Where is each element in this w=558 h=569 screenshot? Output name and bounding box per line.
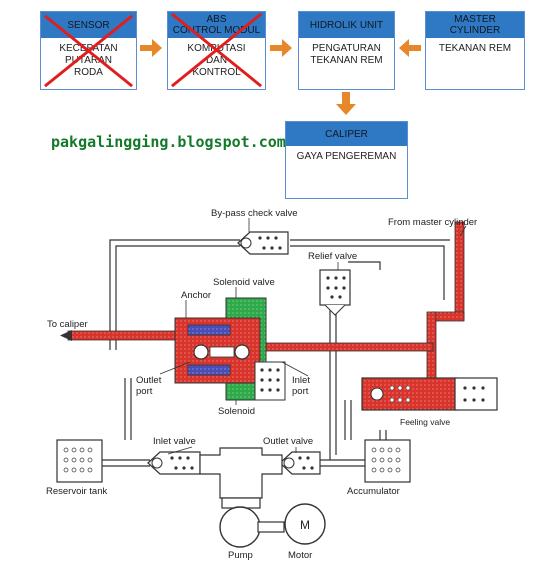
solenoid-valve — [174, 297, 286, 401]
label-solenoid-valve: Solenoid valve — [213, 277, 275, 288]
relief-valve — [319, 269, 351, 316]
abs-block: ABS CONTROL MODUL KOMPUTASI DAN KONTROL — [167, 11, 266, 90]
arrow-abs-to-hydraulic — [270, 39, 292, 57]
master-cylinder-block: MASTER CYLINDER TEKANAN REM — [425, 11, 525, 90]
master-cylinder-body-line: TEKANAN REM — [438, 43, 512, 54]
hydraulic-unit-block: HIDROLIK UNIT PENGATURAN TEKANAN REM — [298, 11, 395, 90]
pump — [219, 506, 261, 548]
return-lines — [100, 239, 450, 467]
feeling-valve — [361, 377, 498, 411]
master-cylinder-title: MASTER CYLINDER — [426, 12, 524, 38]
arrow-hydraulic-to-caliper — [336, 92, 356, 115]
master-cylinder-title-line: MASTER — [454, 14, 496, 25]
label-relief-valve: Relief valve — [308, 251, 357, 262]
master-cylinder-title-line: CYLINDER — [449, 25, 501, 36]
label-outlet-port: Outlet — [136, 375, 162, 386]
bypass-check-valve — [237, 231, 289, 255]
watermark: pakgalingging.blogspot.com — [51, 133, 286, 151]
label-solenoid: Solenoid — [218, 406, 255, 417]
caliper-body-line: GAYA PENGEREMAN — [296, 151, 397, 162]
hydraulic-unit-body: PENGATURAN TEKANAN REM — [299, 38, 394, 67]
label-bypass-check-valve: By-pass check valve — [211, 208, 298, 219]
inlet-valve — [147, 451, 201, 475]
label-inlet-port: port — [292, 386, 309, 397]
hydraulic-unit-title-text: HIDROLIK UNIT — [309, 19, 384, 31]
pressure-lines — [60, 221, 465, 383]
master-cylinder-body: TEKANAN REM — [426, 38, 524, 55]
label-outlet-valve: Outlet valve — [263, 436, 313, 447]
label-accumulator: Accumulator — [347, 486, 400, 497]
caliper-title: CALIPER — [286, 122, 407, 146]
label-pump: Pump — [228, 550, 253, 561]
arrow-master-to-hydraulic — [399, 39, 421, 57]
label-outlet-port: port — [136, 386, 153, 397]
caliper-body: GAYA PENGEREMAN — [286, 146, 407, 163]
hydraulic-unit-body-line: PENGATURAN — [312, 43, 381, 54]
outlet-valve — [279, 451, 321, 475]
motor-symbol: M — [300, 518, 310, 532]
abs-hydraulic-schematic: M By-pass check valve From master cylind… — [46, 208, 498, 561]
accumulator — [364, 439, 411, 483]
hydraulic-unit-title: HIDROLIK UNIT — [299, 12, 394, 38]
label-from-master-cylinder: From master cylinder — [388, 217, 477, 228]
label-reservoir-tank: Reservoir tank — [46, 486, 107, 497]
caliper-block: CALIPER GAYA PENGEREMAN — [285, 121, 408, 199]
caliper-title-text: CALIPER — [325, 128, 368, 140]
label-inlet-port: Inlet — [292, 375, 310, 386]
pump-body — [199, 447, 283, 509]
label-anchor: Anchor — [181, 290, 211, 301]
label-feeling-valve: Feeling valve — [400, 417, 450, 427]
label-to-caliper: To caliper — [47, 319, 88, 330]
motor: M — [257, 503, 326, 545]
label-inlet-valve: Inlet valve — [153, 436, 196, 447]
reservoir-tank — [56, 439, 103, 483]
arrow-sensor-to-abs — [140, 39, 162, 57]
flow-arrows — [140, 39, 421, 115]
label-motor: Motor — [288, 550, 312, 561]
hydraulic-unit-body-line: TEKANAN REM — [310, 55, 383, 66]
leader-lines — [159, 218, 467, 455]
